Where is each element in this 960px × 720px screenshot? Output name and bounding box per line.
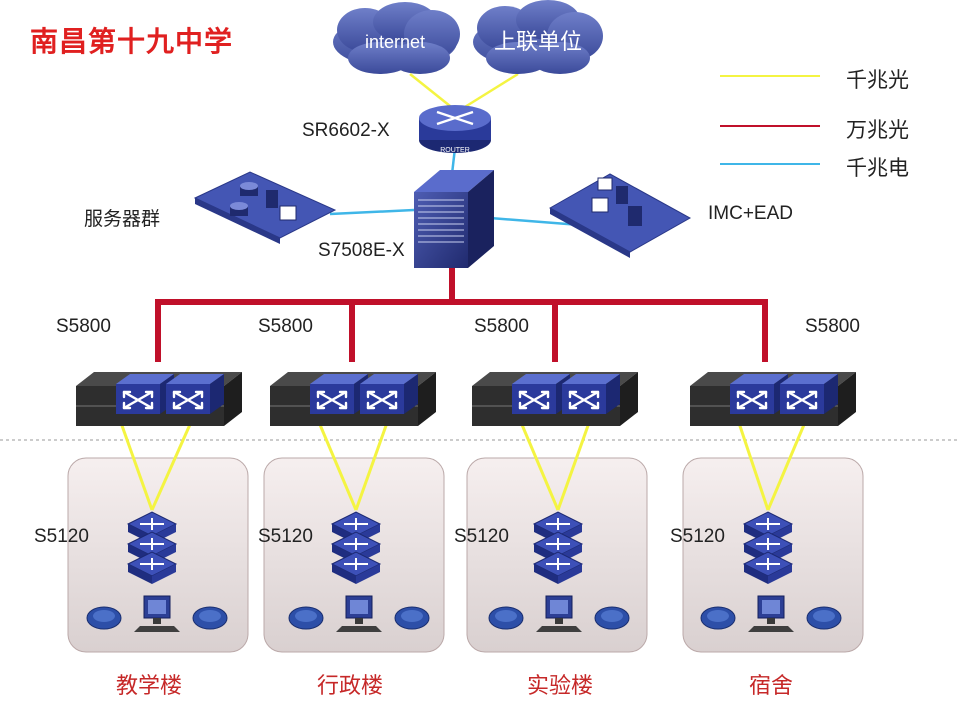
building-label-3: 实验楼 [527,674,594,699]
access-switch-label-3: S5120 [454,526,509,547]
management-label: IMC+EAD [708,203,793,224]
building-label-1: 教学楼 [116,674,183,699]
access-switch-label-2: S5120 [258,526,313,547]
link-servers-core [329,208,415,216]
dist-switch-icon-3 [472,372,638,426]
link-core-mgmt [489,216,581,227]
dist-switch-label-4: S5800 [805,316,860,337]
dist-switch-label-1: S5800 [56,316,111,337]
dist-switch-label-2: S5800 [258,316,313,337]
access-switch-label-1: S5120 [34,526,89,547]
management-server-icon [548,173,692,258]
link-core-distribution [155,262,768,362]
legend-label-2: 万兆光 [846,118,909,142]
dist-switch-icon-2 [270,372,436,426]
core-switch-label: S7508E-X [318,240,405,261]
router-label: SR6602-X [302,120,390,141]
link-internet-router [409,73,456,111]
internet-label: internet [365,32,425,52]
link-distribution-access [118,419,808,511]
core-switch-icon [414,170,494,268]
router-badge: ROUTER [440,147,470,154]
legend-label-1: 千兆光 [846,68,909,92]
upstream-label: 上联单位 [494,29,582,54]
access-switch-icon-1 [127,511,177,585]
access-switch-label-4: S5120 [670,526,725,547]
access-switch-icon-3 [533,511,583,585]
dist-switch-icon-4 [690,372,856,426]
dist-switch-label-3: S5800 [474,316,529,337]
server-group-label: 服务器群 [84,208,161,230]
page-title: 南昌第十九中学 [30,25,234,58]
link-upstream-router [459,72,519,112]
upstream-cloud: 上联单位 [473,0,603,74]
dist-switch-icon-1 [76,372,242,426]
router-icon: ROUTER [419,105,491,154]
access-switch-icon-4 [743,511,793,585]
internet-cloud: internet [333,2,460,74]
access-switch-icon-2 [331,511,381,585]
legend-label-3: 千兆电 [846,156,909,180]
building-label-2: 行政楼 [317,674,384,699]
server-group-icon [193,171,337,244]
building-label-4: 宿舍 [749,674,794,699]
